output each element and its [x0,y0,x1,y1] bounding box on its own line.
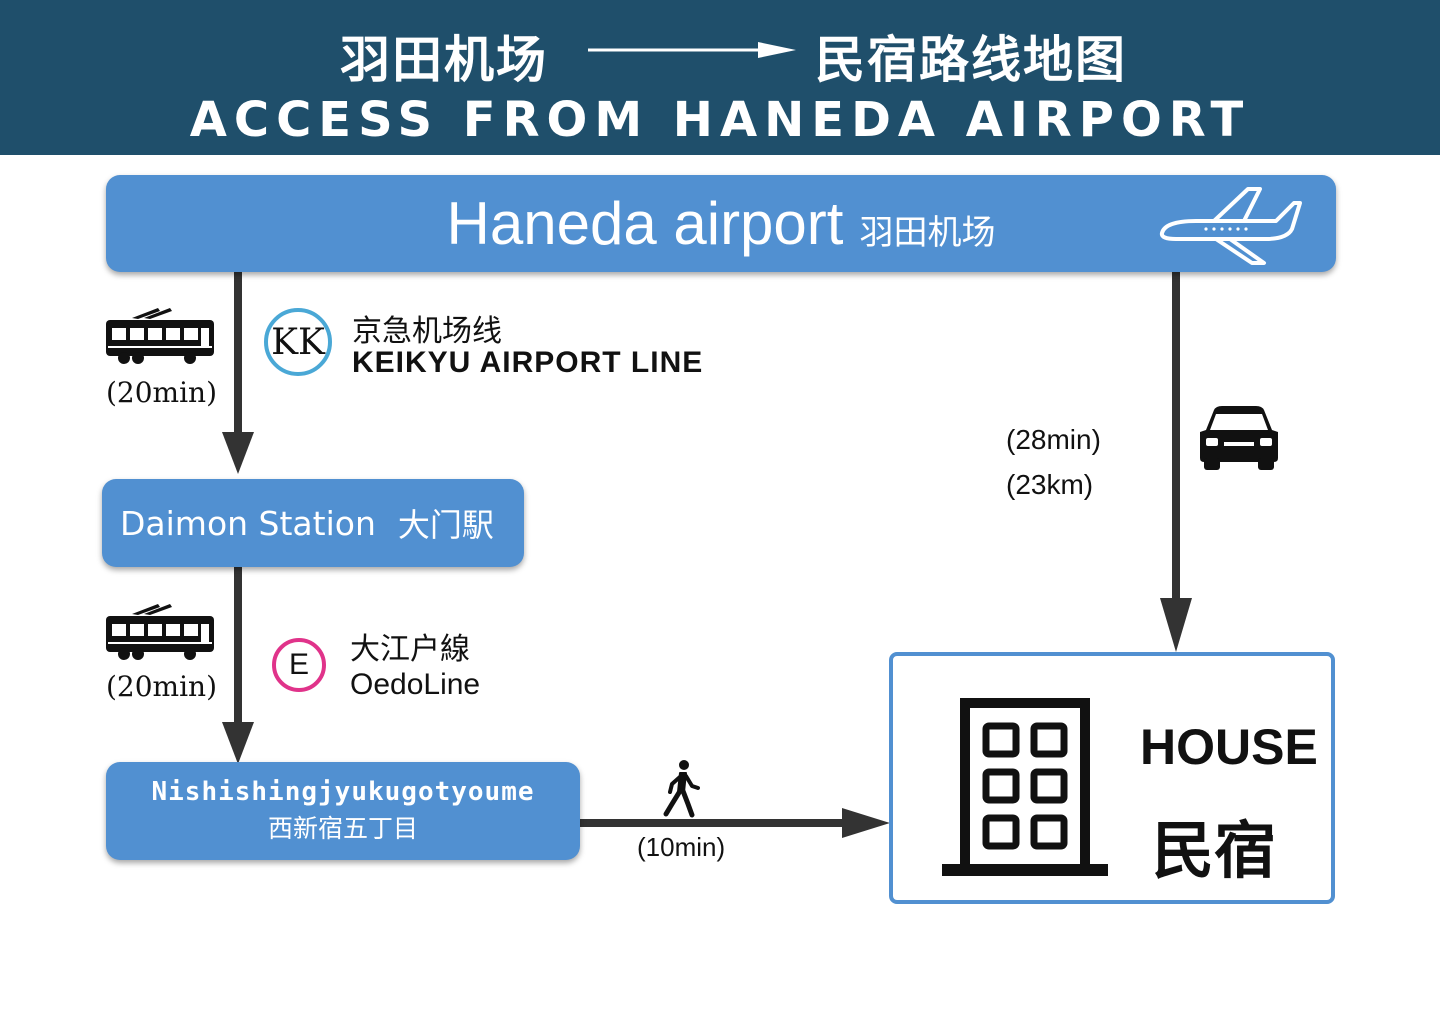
title-en: ACCESS FROM HANEDA AIRPORT [189,92,1251,148]
airplane-icon [1159,187,1302,265]
house-name: HOUSE [1140,719,1318,775]
airport-name: Haneda airport [446,190,844,257]
house-name-cn: 民宿 [1152,814,1277,887]
header-banner [0,0,1440,155]
station-daimon-name: Daimon Station [120,503,376,543]
car-icon [1200,406,1278,470]
title-cn-destination: 民宿路线地图 [815,31,1127,89]
duration-train-1: (20min) [106,376,218,409]
airport-name-cn: 羽田机场 [859,213,996,253]
line-badge-kk: KK [264,308,332,376]
distance-car: (23km) [1006,469,1094,500]
arrowhead-to-house-walk [842,808,890,838]
duration-walk: (10min) [637,832,726,862]
duration-car: (28min) [1006,424,1101,455]
line-name-cn-2: 大江户線 [350,632,470,667]
tram-icon-2 [106,604,214,660]
station-daimon-name-cn: 大门駅 [397,506,494,544]
airport-box: Haneda airport 羽田机场 [106,175,1336,272]
line-name-cn-1: 京急机场线 [352,314,502,349]
arrowhead-to-nishi [222,722,254,764]
duration-train-2: (20min) [106,670,218,703]
tram-icon [106,308,214,364]
arrowhead-to-daimon [222,432,254,474]
station-nishishinjuku-name: Nishishingjyukugotyoume [151,777,535,807]
line-name-en-1: KEIKYU AIRPORT LINE [352,346,704,379]
arrowhead-to-house-car [1160,598,1192,652]
station-daimon-box: Daimon Station 大门駅 [102,479,524,567]
walking-person-icon [663,760,700,818]
building-icon [942,698,1108,876]
line-badge-e: E [272,638,326,692]
station-nishishinjuku-box: Nishishingjyukugotyoume 西新宿五丁目 [106,762,580,860]
station-nishishinjuku-name-cn: 西新宿五丁目 [267,814,418,843]
title-cn-origin: 羽田机场 [340,31,548,89]
line-name-en-2: OedoLine [350,668,481,701]
title-arrow-icon [588,42,796,58]
